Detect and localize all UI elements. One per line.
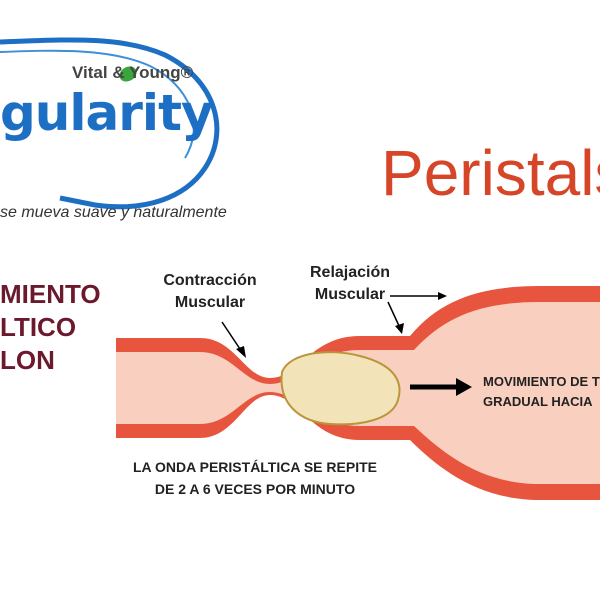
wave-label-line1: LA ONDA PERISTÁLTICA SE REPITE bbox=[133, 459, 377, 475]
wave-label: LA ONDA PERISTÁLTICA SE REPITE DE 2 A 6 … bbox=[110, 456, 400, 500]
contraction-label-line1: Contracción bbox=[163, 272, 257, 289]
contraction-label: Contracción Muscular bbox=[150, 270, 270, 314]
contraction-label-line2: Muscular bbox=[174, 294, 246, 311]
relaxation-pointer-down bbox=[387, 301, 401, 329]
side-title-line2: LTICO bbox=[0, 312, 77, 342]
side-title-line3: LON bbox=[0, 345, 55, 375]
contraction-pointer bbox=[221, 321, 243, 353]
movement-label: MOVIMIENTO DE T GRADUAL HACIA bbox=[483, 372, 600, 412]
relaxation-pointer-right-head bbox=[438, 292, 447, 300]
logo-swoosh-inner bbox=[0, 49, 195, 159]
side-title-line1: MIENTO bbox=[0, 279, 101, 309]
logo-brand-name: gularity bbox=[0, 84, 214, 142]
relaxation-label-line2: Muscular bbox=[314, 286, 386, 303]
relaxation-pointer-down-head bbox=[395, 323, 404, 334]
logo-swoosh-outer bbox=[0, 37, 220, 210]
relaxation-label: Relajación Muscular bbox=[295, 262, 405, 306]
leaf-icon bbox=[119, 66, 137, 82]
movement-label-line1: MOVIMIENTO DE T bbox=[483, 374, 600, 389]
movement-label-line2: GRADUAL HACIA bbox=[483, 394, 593, 409]
side-title: MIENTO LTICO LON bbox=[0, 278, 101, 377]
bolus bbox=[280, 351, 401, 426]
wave-label-line2: DE 2 A 6 VECES POR MINUTO bbox=[154, 481, 356, 497]
relaxation-label-line1: Relajación bbox=[309, 264, 391, 281]
contraction-pointer-head bbox=[236, 346, 246, 358]
logo-vital-young: Vital & Young® bbox=[72, 63, 194, 82]
movement-arrow-head bbox=[456, 378, 472, 396]
page-title: Peristals bbox=[381, 137, 600, 209]
logo-tagline: se mueva suave y naturalmente bbox=[0, 204, 227, 221]
